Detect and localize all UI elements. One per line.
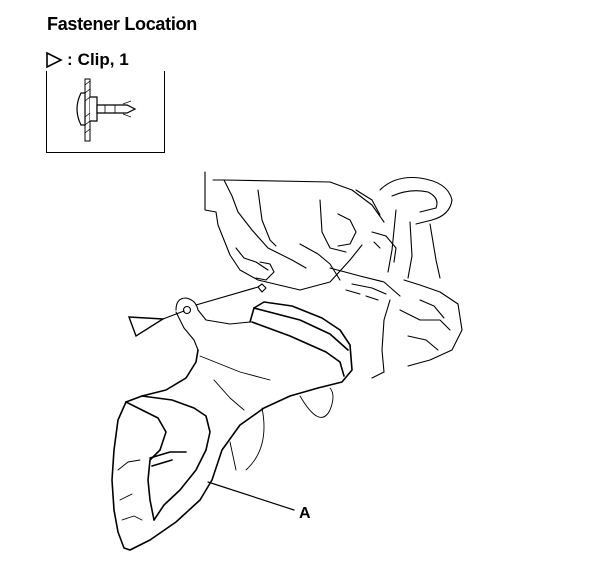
callout-label-a: A [299, 505, 311, 522]
clip-guide-line [195, 286, 259, 306]
callout-a-leader [207, 481, 295, 511]
clip-triangle-icon [46, 51, 63, 69]
heater-unit-assembly [204, 171, 385, 291]
clip-leader-line [162, 310, 185, 320]
legend-clip-count: Clip, 1 [77, 50, 129, 69]
fastener-legend: : Clip, 1 [45, 48, 129, 72]
footwell-duct-a [111, 301, 353, 551]
steering-column-area [329, 176, 453, 301]
clip-fastener-icon [76, 78, 137, 142]
legend-colon: : [67, 50, 73, 69]
duct-mounting-tab [175, 297, 251, 351]
figure-title: Fastener Location [47, 14, 197, 34]
duct-shading-lines [117, 355, 334, 521]
clip-detail-inset [46, 71, 165, 153]
clip-location-marker-icon [127, 316, 166, 338]
lower-trim-panel [371, 279, 463, 379]
